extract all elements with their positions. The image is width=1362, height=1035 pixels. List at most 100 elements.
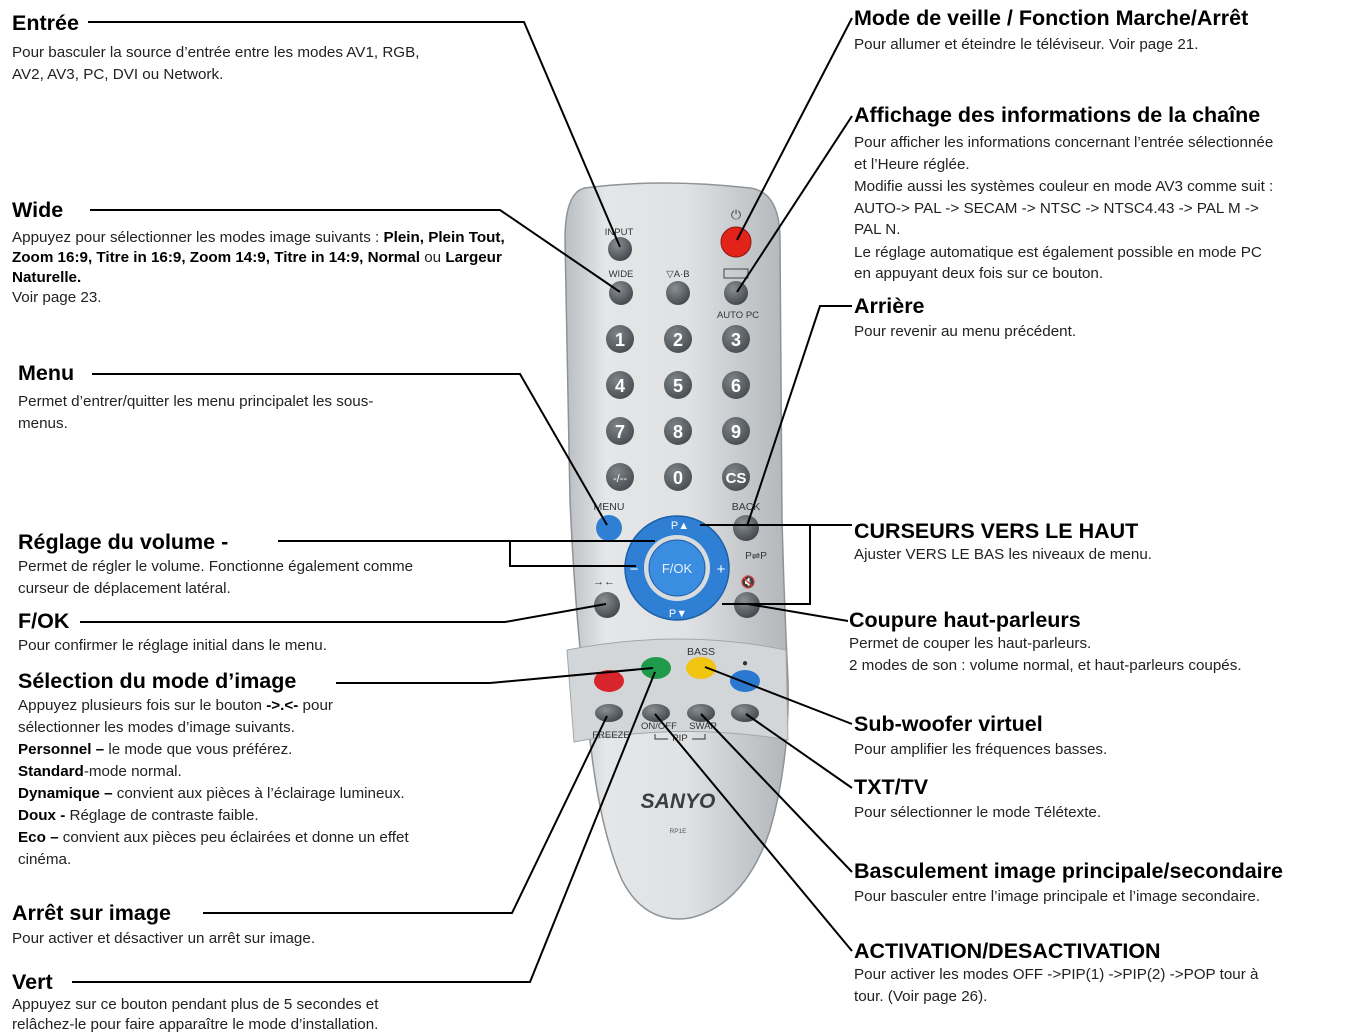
pp-label: P⇌P — [745, 551, 767, 562]
callout-text: Pour revenir au menu précédent. — [854, 323, 1077, 340]
callout-text: Pour activer et désactiver un arrêt sur … — [12, 930, 316, 947]
picture-mode-icon: →← — [593, 576, 615, 588]
leader-mute — [747, 603, 849, 622]
cs-button[interactable] — [722, 463, 750, 491]
callout-title: CURSEURS VERS LE HAUT — [854, 519, 1139, 543]
callout-title: Mode de veille / Fonction Marche/Arrêt — [854, 6, 1249, 30]
input-label: INPUT — [605, 227, 634, 238]
callout-volume: Réglage du volume - Permet de régler le … — [18, 529, 518, 599]
leader-fok — [80, 603, 607, 623]
green-button[interactable] — [641, 657, 671, 679]
swap-button[interactable] — [687, 704, 715, 722]
digit-button[interactable] — [664, 325, 692, 353]
callout-mute: Coupure haut-parleurs Permet de couper l… — [849, 607, 1354, 677]
callout-woofer: Sub-woofer virtuel Pour amplifier les fr… — [854, 711, 1334, 761]
digit-label: 2 — [673, 330, 683, 350]
digit-button[interactable] — [664, 417, 692, 445]
mute-icon: 🔇 — [741, 575, 756, 589]
red-button[interactable] — [594, 670, 624, 692]
digit-button[interactable] — [722, 325, 750, 353]
pip-label: PIP — [672, 733, 687, 744]
callout-text: Permet de couper les haut-parleurs.2 mod… — [849, 635, 1242, 674]
bass-label: BASS — [687, 646, 715, 658]
fok-button[interactable] — [648, 539, 706, 597]
callout-entree: Entrée Pour basculer la source d’entrée … — [12, 10, 532, 85]
input-button[interactable] — [608, 237, 632, 261]
ab-button[interactable] — [666, 281, 690, 305]
wide-button[interactable] — [609, 281, 633, 305]
brand-logo: SANYO — [641, 790, 716, 813]
leader-entree — [88, 21, 621, 248]
digit-button[interactable] — [664, 463, 692, 491]
callout-picture-mode: Sélection du mode d’image Appuyez plusie… — [18, 668, 518, 871]
callout-title: TXT/TV — [854, 775, 929, 799]
callout-freeze: Arrêt sur image Pour activer et désactiv… — [12, 900, 432, 950]
leader-menu — [92, 373, 608, 526]
back-button[interactable] — [733, 515, 759, 541]
callout-wide: Wide Appuyez pour sélectionner les modes… — [12, 197, 532, 308]
yellow-button[interactable] — [686, 657, 716, 679]
leader-vert — [72, 671, 656, 983]
info-button[interactable] — [724, 281, 748, 305]
digit-button[interactable] — [722, 417, 750, 445]
swap-label: SWAP — [689, 721, 717, 732]
callout-title: Vert — [12, 970, 53, 994]
callout-title: Sub-woofer virtuel — [854, 712, 1043, 736]
callout-txt: TXT/TV Pour sélectionner le mode Télétex… — [854, 774, 1334, 824]
fok-label: F/OK — [662, 561, 693, 576]
number-pad: 1 2 3 4 5 6 7 8 9 -/-- 0 CS — [606, 325, 750, 491]
autopc-label: AUTO PC — [717, 310, 759, 321]
digit-label: 9 — [731, 422, 741, 442]
callout-text: Appuyez sur ce bouton pendant plus de 5 … — [12, 996, 379, 1033]
power-icon: ⏻ — [731, 207, 741, 222]
pip-bracket — [654, 734, 706, 740]
pip-onoff-button[interactable] — [642, 704, 670, 722]
leader-volume — [278, 540, 655, 567]
callout-text: Pour basculer entre l’image principale e… — [854, 888, 1261, 905]
callout-title: Wide — [12, 198, 64, 222]
callout-title: Réglage du volume - — [18, 530, 229, 554]
digit-button[interactable] — [664, 371, 692, 399]
callout-title: Sélection du mode d’image — [18, 669, 297, 693]
dash-button[interactable] — [606, 463, 634, 491]
callout-text: Permet d’entrer/quitter les menu princip… — [18, 393, 374, 432]
picture-mode-button[interactable] — [594, 592, 620, 618]
blue-button[interactable] — [730, 670, 760, 692]
digit-label: 7 — [615, 422, 625, 442]
callout-text: Permet de régler le volume. Fonctionne é… — [18, 558, 414, 597]
dash-label: -/-- — [613, 473, 627, 485]
leader-swap — [700, 713, 853, 873]
leader-info — [736, 115, 853, 293]
leader-picture — [336, 667, 654, 684]
freeze-button[interactable] — [595, 704, 623, 722]
model-label: RP1E — [670, 828, 688, 835]
minus-label: − — [630, 561, 639, 578]
callout-info: Affichage des informations de la chaîne … — [854, 102, 1359, 285]
callout-text: Ajuster VERS LE BAS les niveaux de menu. — [854, 546, 1152, 563]
dot-label: ● — [742, 658, 748, 669]
digit-button[interactable] — [606, 417, 634, 445]
callout-cursor: CURSEURS VERS LE HAUT Ajuster VERS LE BA… — [854, 518, 1334, 566]
callout-text: Pour afficher les informations concernan… — [854, 134, 1274, 173]
digit-button[interactable] — [606, 371, 634, 399]
leader-back — [746, 305, 852, 527]
digit-button[interactable] — [722, 371, 750, 399]
digit-label: 4 — [615, 376, 625, 396]
leader-txt — [745, 713, 853, 789]
digit-label: 6 — [731, 376, 741, 396]
leader-lines — [72, 17, 853, 983]
digit-button[interactable] — [606, 325, 634, 353]
callout-text: Pour allumer et éteindre le téléviseur. … — [854, 36, 1199, 53]
onoff-label: ON/OFF — [641, 721, 677, 732]
freeze-label: FREEZE — [592, 730, 629, 741]
digit-label: 3 — [731, 330, 741, 350]
leader-wide — [90, 209, 621, 293]
callout-title: Menu — [18, 361, 75, 385]
menu-label: MENU — [594, 501, 625, 513]
callout-title: Arrière — [854, 294, 925, 318]
remote-lower-panel — [566, 638, 789, 743]
power-button[interactable] — [720, 226, 752, 258]
menu-button[interactable] — [596, 515, 622, 541]
callout-vert: Vert Appuyez sur ce bouton pendant plus … — [12, 969, 492, 1035]
